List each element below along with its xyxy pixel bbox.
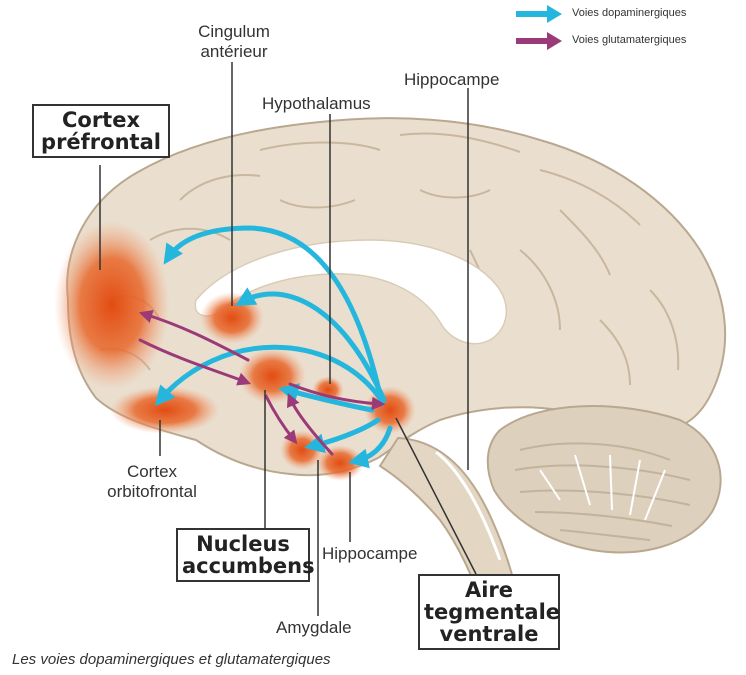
- label-nucleus-accumbens: Nucleus accumbens: [176, 528, 310, 582]
- legend-symbols: [516, 5, 562, 50]
- cerebellum: [488, 406, 721, 552]
- label-cortex-prefrontal: Cortex préfrontal: [32, 104, 170, 158]
- label-cingulum: Cingulum antérieur: [188, 22, 280, 62]
- label-atv-line2: tegmentale: [424, 601, 554, 623]
- label-nucleus-line1: Nucleus: [182, 533, 304, 555]
- label-hippocampe-top: Hippocampe: [404, 70, 499, 90]
- label-orbito-line1: Cortex: [92, 462, 212, 482]
- label-nucleus-line2: accumbens: [182, 555, 304, 577]
- label-cingulum-line1: Cingulum: [188, 22, 280, 42]
- region-nucleus-accumbens: [238, 348, 306, 404]
- label-atv-line3: ventrale: [424, 623, 554, 645]
- label-cortex-orbitofrontal: Cortex orbitofrontal: [92, 462, 212, 502]
- legend-dopaminergic: Voies dopaminergiques: [572, 7, 686, 19]
- label-cingulum-line2: antérieur: [188, 42, 280, 62]
- label-orbito-line2: orbitofrontal: [92, 482, 212, 502]
- label-hippocampe-bottom: Hippocampe: [322, 544, 417, 564]
- label-prefrontal-line2: préfrontal: [38, 131, 164, 153]
- label-atv-line1: Aire: [424, 579, 554, 601]
- label-hypothalamus: Hypothalamus: [262, 94, 371, 114]
- figure-caption: Les voies dopaminergiques et glutamaterg…: [12, 651, 331, 668]
- region-prefrontal: [54, 220, 170, 390]
- label-aire-tegmentale-ventrale: Aire tegmentale ventrale: [418, 574, 560, 650]
- label-amygdale: Amygdale: [276, 618, 352, 638]
- legend-dopa-arrow-icon: [516, 5, 562, 23]
- legend-glutamatergic: Voies glutamatergiques: [572, 34, 686, 46]
- label-prefrontal-line1: Cortex: [38, 109, 164, 131]
- legend-glut-arrow-icon: [516, 32, 562, 50]
